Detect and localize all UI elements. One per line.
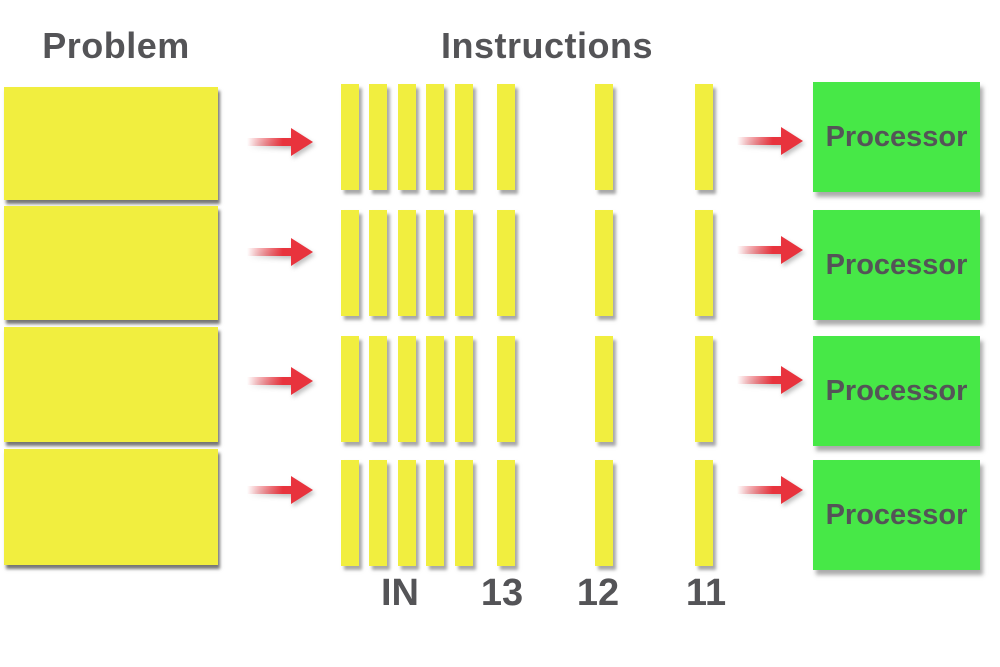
arrow-shaft xyxy=(737,486,783,494)
problem-title: Problem xyxy=(42,25,190,66)
instruction-bar xyxy=(595,336,613,442)
instruction-bar xyxy=(695,460,713,566)
flow-arrow-icon xyxy=(247,122,313,162)
instruction-bar xyxy=(455,460,473,566)
arrow-head xyxy=(781,127,803,155)
instruction-bar xyxy=(398,460,416,566)
col-label-11: 11 xyxy=(685,572,727,614)
flow-arrow-icon xyxy=(737,230,803,270)
instruction-bar xyxy=(426,460,444,566)
flow-arrow-icon xyxy=(247,361,313,401)
instruction-bar xyxy=(369,460,387,566)
arrow-shaft xyxy=(247,248,293,256)
flow-arrow-icon xyxy=(737,470,803,510)
flow-arrow-icon xyxy=(247,232,313,272)
arrow-head xyxy=(291,367,313,395)
instruction-bar xyxy=(497,336,515,442)
processor-box: Processor xyxy=(813,82,980,192)
processor-box: Processor xyxy=(813,460,980,570)
instruction-bar xyxy=(595,84,613,190)
arrow-head xyxy=(781,236,803,264)
instruction-bar xyxy=(341,210,359,316)
problem-segment xyxy=(4,449,218,565)
col-label-in: IN xyxy=(381,572,419,614)
flow-arrow-icon xyxy=(737,121,803,161)
instruction-bar xyxy=(455,336,473,442)
instruction-bar xyxy=(497,84,515,190)
instruction-bar xyxy=(341,460,359,566)
instruction-bar xyxy=(695,336,713,442)
instruction-bar xyxy=(455,210,473,316)
arrow-shaft xyxy=(247,138,293,146)
instruction-bar xyxy=(497,210,515,316)
instructions-title: Instructions xyxy=(440,25,653,66)
instruction-bar xyxy=(595,210,613,316)
instruction-bar xyxy=(369,210,387,316)
instruction-bar xyxy=(595,460,613,566)
processor-label: Processor xyxy=(825,248,968,281)
instruction-bar xyxy=(369,84,387,190)
instruction-bar xyxy=(341,84,359,190)
problem-segment xyxy=(4,327,218,442)
instruction-bar xyxy=(497,460,515,566)
instruction-bar xyxy=(398,84,416,190)
instruction-bar xyxy=(398,210,416,316)
processor-label: Processor xyxy=(825,120,968,153)
arrow-shaft xyxy=(247,377,293,385)
arrow-shaft xyxy=(737,246,783,254)
instruction-bar xyxy=(341,336,359,442)
processor-box: Processor xyxy=(813,210,980,320)
instruction-bar xyxy=(369,336,387,442)
arrow-head xyxy=(291,128,313,156)
arrow-shaft xyxy=(737,376,783,384)
arrow-head xyxy=(291,476,313,504)
processor-label: Processor xyxy=(825,498,968,531)
flow-arrow-icon xyxy=(737,360,803,400)
col-label-13: 13 xyxy=(480,572,524,614)
arrow-shaft xyxy=(247,486,293,494)
arrow-head xyxy=(781,366,803,394)
problem-segment xyxy=(4,206,218,320)
processor-box: Processor xyxy=(813,336,980,446)
arrow-shaft xyxy=(737,137,783,145)
instruction-bar xyxy=(398,336,416,442)
processor-label: Processor xyxy=(825,374,968,407)
instruction-bar xyxy=(695,84,713,190)
instruction-bar xyxy=(426,336,444,442)
col-label-12: 12 xyxy=(576,572,620,614)
arrow-head xyxy=(291,238,313,266)
arrow-head xyxy=(781,476,803,504)
flow-arrow-icon xyxy=(247,470,313,510)
instruction-bar xyxy=(455,84,473,190)
instruction-bar xyxy=(695,210,713,316)
instruction-bar xyxy=(426,84,444,190)
problem-segment xyxy=(4,87,218,200)
instruction-bar xyxy=(426,210,444,316)
